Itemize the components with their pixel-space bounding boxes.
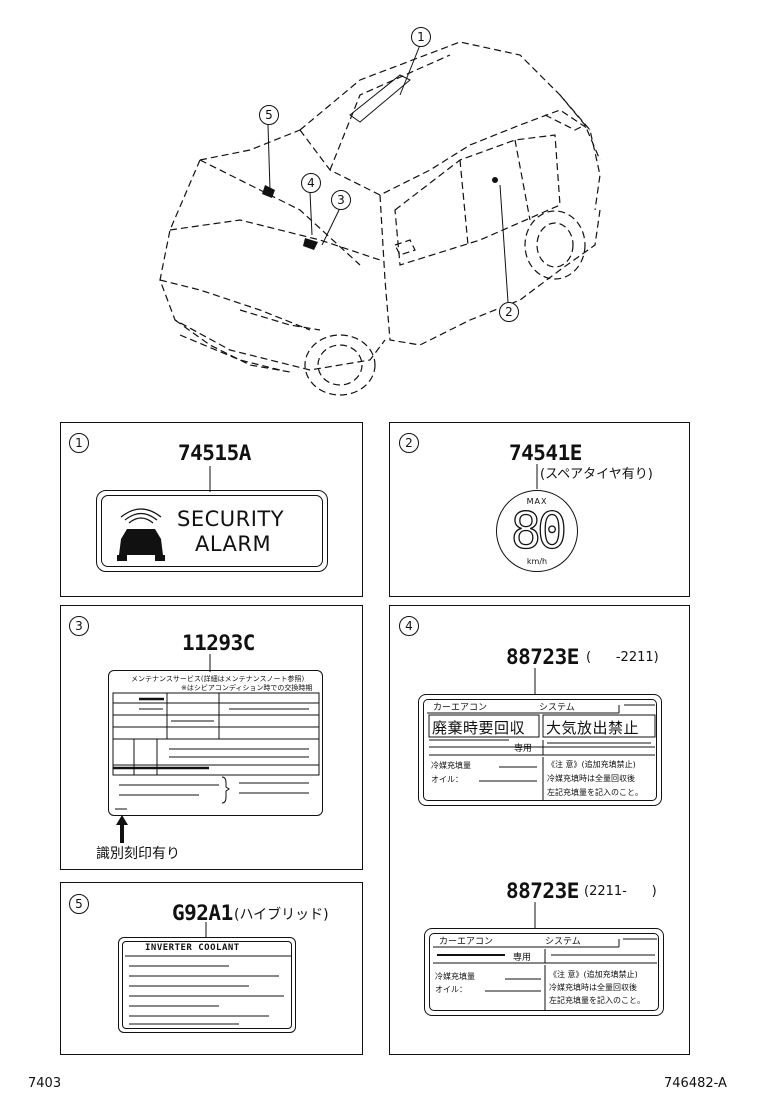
oil-b: オイル：	[435, 985, 467, 994]
variant-a-range: ( -2211)	[586, 650, 659, 665]
speed-value: 80	[510, 502, 568, 560]
maintenance-header-2: ※はシビアコンディション時での交換時期	[181, 684, 313, 692]
recovery-required-text: 廃棄時要回収	[432, 719, 526, 737]
caution-3-b: 左記充填量を記入のこと。	[549, 996, 645, 1005]
oil-a: オイル：	[431, 775, 463, 784]
callout-2: 2	[499, 302, 519, 322]
panel-speed-limit	[389, 422, 690, 597]
panel-3-number: 3	[69, 616, 89, 636]
caution-2-b: 冷媒充填時は全量回収後	[549, 983, 637, 992]
part-number-88723E-b: 88723E	[506, 879, 579, 903]
panel-2-number: 2	[399, 433, 419, 453]
maintenance-table	[112, 692, 320, 810]
panel-security-alarm	[60, 422, 363, 597]
inverter-coolant-label: INVERTER COOLANT	[118, 937, 296, 1033]
page-code-right: 746482-A	[664, 1076, 727, 1091]
speed-limit-label: MAX 80 km/h	[496, 490, 578, 572]
caution-2-a: 冷媒充填時は全量回収後	[547, 774, 635, 783]
inverter-coolant-title: INVERTER COOLANT	[145, 943, 240, 953]
vehicle-diagram	[159, 41, 601, 396]
spare-tire-note: (スペアタイヤ有り)	[540, 467, 653, 482]
identification-arrow	[116, 815, 128, 843]
panel-maintenance	[60, 605, 363, 870]
callout-5: 5	[259, 105, 279, 125]
identification-note: 識別刻印有り	[96, 846, 180, 862]
maintenance-label: メンテナンスサービス(詳細はメンテナンスノート参照) ※はシビアコンディション時…	[108, 670, 323, 816]
no-release-text: 大気放出禁止	[546, 719, 640, 737]
security-text: SECURITY	[177, 507, 285, 531]
callout-1: 1	[411, 27, 431, 47]
variant-b-range: (2211- )	[584, 884, 657, 899]
speed-unit: km/h	[526, 557, 548, 566]
caution-1-b: 《注 意》(追加充填禁止)	[549, 970, 638, 979]
part-number-11293C: 11293C	[182, 631, 255, 655]
panel-4-number: 4	[399, 616, 419, 636]
security-alarm-label: SECURITY ALARM	[96, 490, 328, 572]
part-number-88723E-a: 88723E	[506, 645, 579, 669]
panel-1-number: 1	[69, 433, 89, 453]
aircon-tab-b: カーエアコン	[439, 937, 494, 947]
part-number-74515A: 74515A	[178, 441, 251, 465]
max-text: MAX	[526, 497, 548, 506]
alarm-text: ALARM	[195, 532, 272, 556]
part-number-74541E: 74541E	[509, 441, 582, 465]
aircon-label-a: カーエアコン システム 廃棄時要回収 大気放出禁止 専用 冷媒充填量 オイル： …	[418, 694, 662, 806]
hybrid-note: (ハイブリッド)	[234, 907, 329, 923]
caution-1-a: 《注 意》(追加充填禁止)	[547, 760, 636, 769]
page-code-left: 7403	[28, 1076, 62, 1091]
callout-4: 4	[301, 173, 321, 193]
maintenance-header-1: メンテナンスサービス(詳細はメンテナンスノート参照)	[131, 675, 305, 683]
car-alarm-icon	[117, 508, 165, 561]
panel-air-conditioner	[389, 605, 690, 1055]
dedicated-text-a: 専用	[514, 744, 533, 754]
dedicated-text-b: 専用	[513, 953, 532, 963]
refrigerant-amount-b: 冷媒充填量	[435, 972, 475, 981]
panel-inverter-coolant	[60, 882, 363, 1055]
part-number-G92A1: G92A1	[172, 901, 233, 925]
system-tab-a: システム	[539, 703, 575, 713]
aircon-label-b: カーエアコン システム 専用 冷媒充填量 オイル： 《注 意》(追加充填禁止) …	[424, 928, 664, 1016]
aircon-tab-a: カーエアコン	[433, 703, 488, 713]
callout-3: 3	[331, 190, 351, 210]
caution-3-a: 左記充填量を記入のこと。	[547, 788, 643, 797]
refrigerant-amount-a: 冷媒充填量	[431, 761, 471, 770]
panel-5-number: 5	[69, 894, 89, 914]
system-tab-b: システム	[545, 937, 581, 947]
